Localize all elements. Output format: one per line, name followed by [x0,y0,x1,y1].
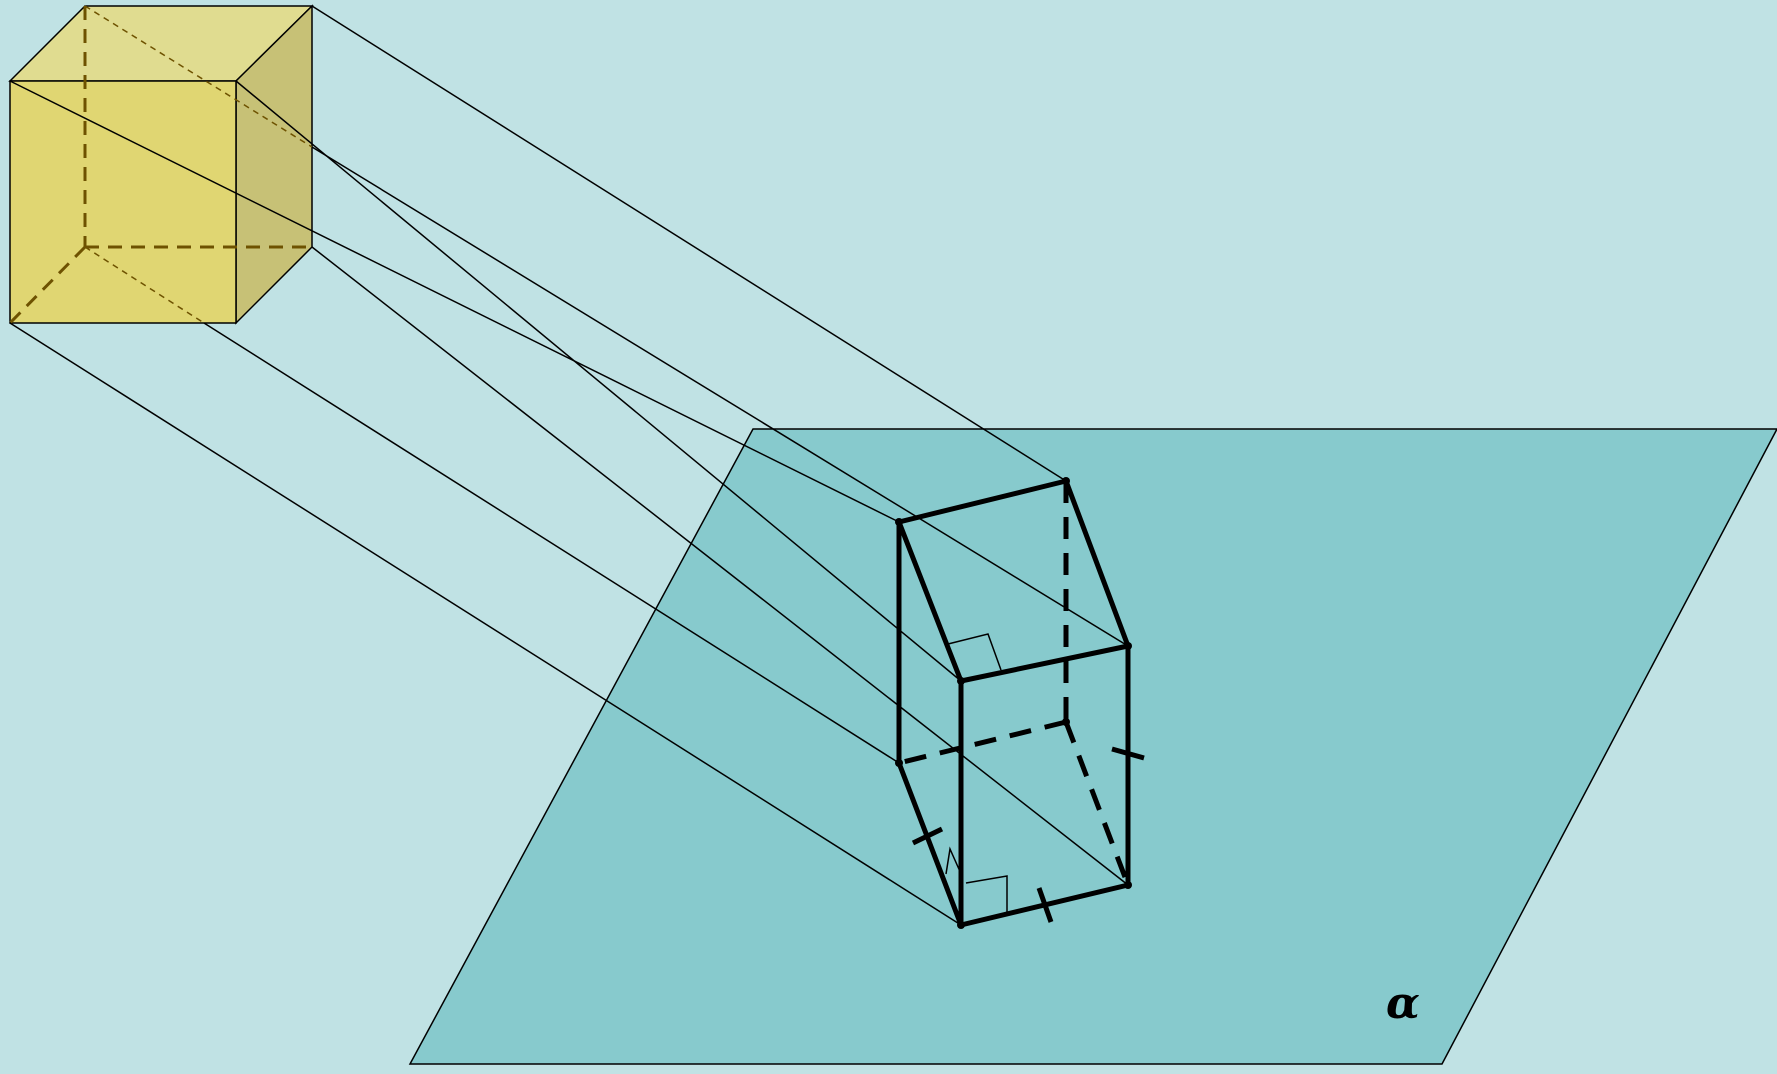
equal-length-ticks [911,746,1145,923]
projection-rays [9,5,1129,926]
cube [8,4,314,325]
plane-label: α [1386,978,1420,1029]
cube-hidden-edges [8,6,312,325]
cube-hidden-rays [84,5,313,324]
projection-hidden-edges [898,481,1131,886]
right-angle-markers [945,633,1008,914]
plane-alpha [408,428,1777,1065]
projection-vertices [895,477,1132,929]
cube-front-face [9,80,237,324]
